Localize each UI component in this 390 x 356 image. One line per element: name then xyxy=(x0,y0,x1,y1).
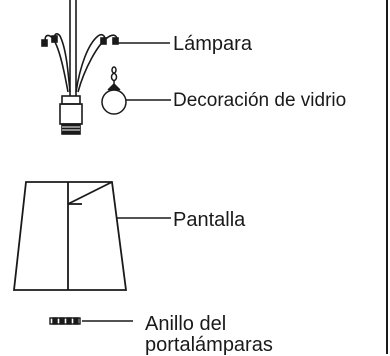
holder-ring xyxy=(49,317,81,325)
label-anillo-line2: portalámparas xyxy=(145,334,273,356)
glass-drop xyxy=(101,89,127,115)
lamp-arm-left xyxy=(44,34,69,93)
lampshade-outline xyxy=(12,181,128,291)
glass-decoration xyxy=(101,66,127,115)
label-decoracion-vidrio: Decoración de vidrio xyxy=(173,90,347,111)
lampshade xyxy=(12,181,128,291)
lamp-thread xyxy=(61,123,81,135)
label-lampara: Lámpara xyxy=(173,33,252,55)
label-pantalla: Pantalla xyxy=(173,209,246,231)
lamp-arm-right xyxy=(77,34,118,93)
lamp-fixture xyxy=(41,0,119,135)
lamp-socket xyxy=(59,103,83,125)
label-anillo-line1: Anillo del xyxy=(145,313,227,335)
